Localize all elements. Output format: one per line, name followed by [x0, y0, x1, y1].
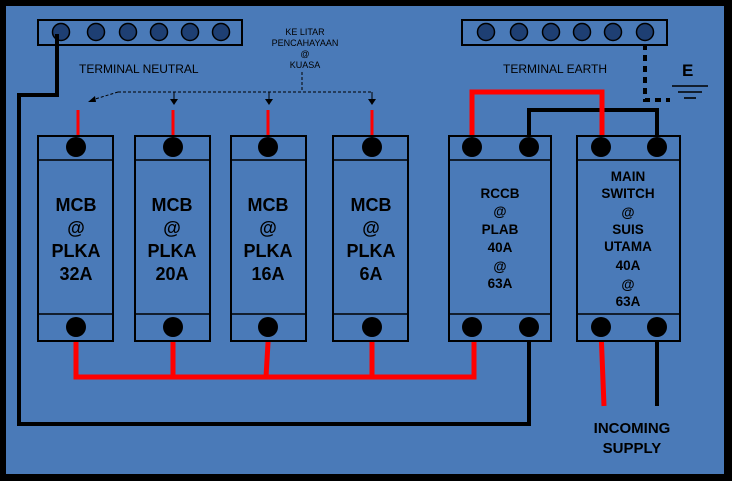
- breaker-terminal: [462, 317, 482, 337]
- rccb-label-line: RCCB: [481, 186, 520, 201]
- earth-symbol-label: E: [682, 61, 693, 80]
- arrow-icon: [265, 99, 273, 105]
- main-switch-label-line: @: [621, 205, 634, 220]
- breaker-label-line: PLKA: [244, 241, 293, 261]
- rccb-module: RCCB @ PLAB 40A @ 63A: [448, 135, 552, 342]
- breaker-terminal: [66, 137, 86, 157]
- breaker-terminal: [591, 317, 611, 337]
- main-switch-label-line: 63A: [616, 294, 641, 309]
- main-switch-label-line: SUIS: [612, 222, 644, 237]
- breaker-terminal: [258, 137, 278, 157]
- breaker-terminal: [258, 317, 278, 337]
- incoming-supply-label: INCOMING: [594, 420, 671, 437]
- circuit-note: KE LITAR PENCAHAYAAN @ KUASA: [88, 27, 376, 105]
- breaker-terminal: [362, 137, 382, 157]
- main-switch-label-line: MAIN: [611, 169, 646, 184]
- earth-terminal-screw: [541, 22, 561, 42]
- mcb-20a: MCB @ PLKA 20A: [134, 135, 211, 342]
- breaker-terminal: [362, 317, 382, 337]
- arrow-icon: [368, 99, 376, 105]
- rccb-label-line: 40A: [488, 240, 513, 255]
- rccb-label-line: 63A: [488, 276, 513, 291]
- mcb-32a: MCB @ PLKA 32A: [37, 135, 114, 342]
- main-switch-label-line: SWITCH: [601, 186, 654, 201]
- breaker-label-line: PLKA: [347, 241, 396, 261]
- earth-terminal-screw: [476, 22, 496, 42]
- circuit-note-line: KUASA: [290, 60, 321, 70]
- breaker-terminal: [519, 317, 539, 337]
- breaker-label-line: MCB: [248, 195, 289, 215]
- earth-terminal-screw: [509, 22, 529, 42]
- breaker-label-line: 20A: [155, 264, 188, 284]
- incoming-supply-label: SUPPLY: [603, 440, 662, 457]
- neutral-terminal-screw: [149, 22, 169, 42]
- breaker-terminal: [462, 137, 482, 157]
- earth-connection: E: [643, 44, 708, 102]
- breaker-label-line: @: [67, 218, 85, 238]
- rccb-label-line: PLAB: [482, 222, 519, 237]
- breaker-terminal: [647, 137, 667, 157]
- circuit-note-line: @: [300, 49, 309, 59]
- breaker-label-line: @: [362, 218, 380, 238]
- breaker-label-line: PLKA: [148, 241, 197, 261]
- main-switch-module: MAIN SWITCH @ SUIS UTAMA 40A @ 63A: [576, 135, 681, 342]
- breaker-terminal: [591, 137, 611, 157]
- circuit-note-line: PENCAHAYAAN: [272, 38, 339, 48]
- breaker-terminal: [519, 137, 539, 157]
- breaker-label-line: 6A: [359, 264, 382, 284]
- neutral-terminal-screw: [180, 22, 200, 42]
- mcb-6a: MCB @ PLKA 6A: [332, 135, 409, 342]
- terminal-neutral-bar: [37, 19, 243, 46]
- mcb-16a: MCB @ PLKA 16A: [230, 135, 307, 342]
- breaker-terminal: [66, 317, 86, 337]
- main-switch-label-line: @: [621, 277, 634, 292]
- arrow-icon: [88, 96, 96, 102]
- main-switch-label-line: UTAMA: [604, 239, 652, 254]
- earth-terminal-screw: [635, 22, 655, 42]
- main-switch-label-line: 40A: [616, 258, 641, 273]
- arrow-icon: [170, 99, 178, 105]
- neutral-terminal-screw: [86, 22, 106, 42]
- neutral-terminal-screw: [118, 22, 138, 42]
- earth-terminal-screw: [572, 22, 592, 42]
- terminal-earth-label: TERMINAL EARTH: [503, 62, 607, 76]
- breaker-label-line: PLKA: [52, 241, 101, 261]
- circuit-note-line: KE LITAR: [285, 27, 325, 37]
- breaker-label-line: 32A: [59, 264, 92, 284]
- breaker-terminal: [163, 317, 183, 337]
- breaker-label-line: MCB: [351, 195, 392, 215]
- earth-terminal-screw: [603, 22, 623, 42]
- terminal-earth-bar: [461, 19, 668, 46]
- neutral-terminal-screw: [211, 22, 231, 42]
- breaker-terminal: [163, 137, 183, 157]
- rccb-label-line: @: [493, 259, 506, 274]
- breaker-terminal: [647, 317, 667, 337]
- terminal-neutral-label: TERMINAL NEUTRAL: [79, 62, 199, 76]
- breaker-label-line: @: [259, 218, 277, 238]
- breaker-label-line: @: [163, 218, 181, 238]
- rccb-label-line: @: [493, 204, 506, 219]
- breaker-label-line: MCB: [152, 195, 193, 215]
- breaker-label-line: MCB: [56, 195, 97, 215]
- breaker-label-line: 16A: [251, 264, 284, 284]
